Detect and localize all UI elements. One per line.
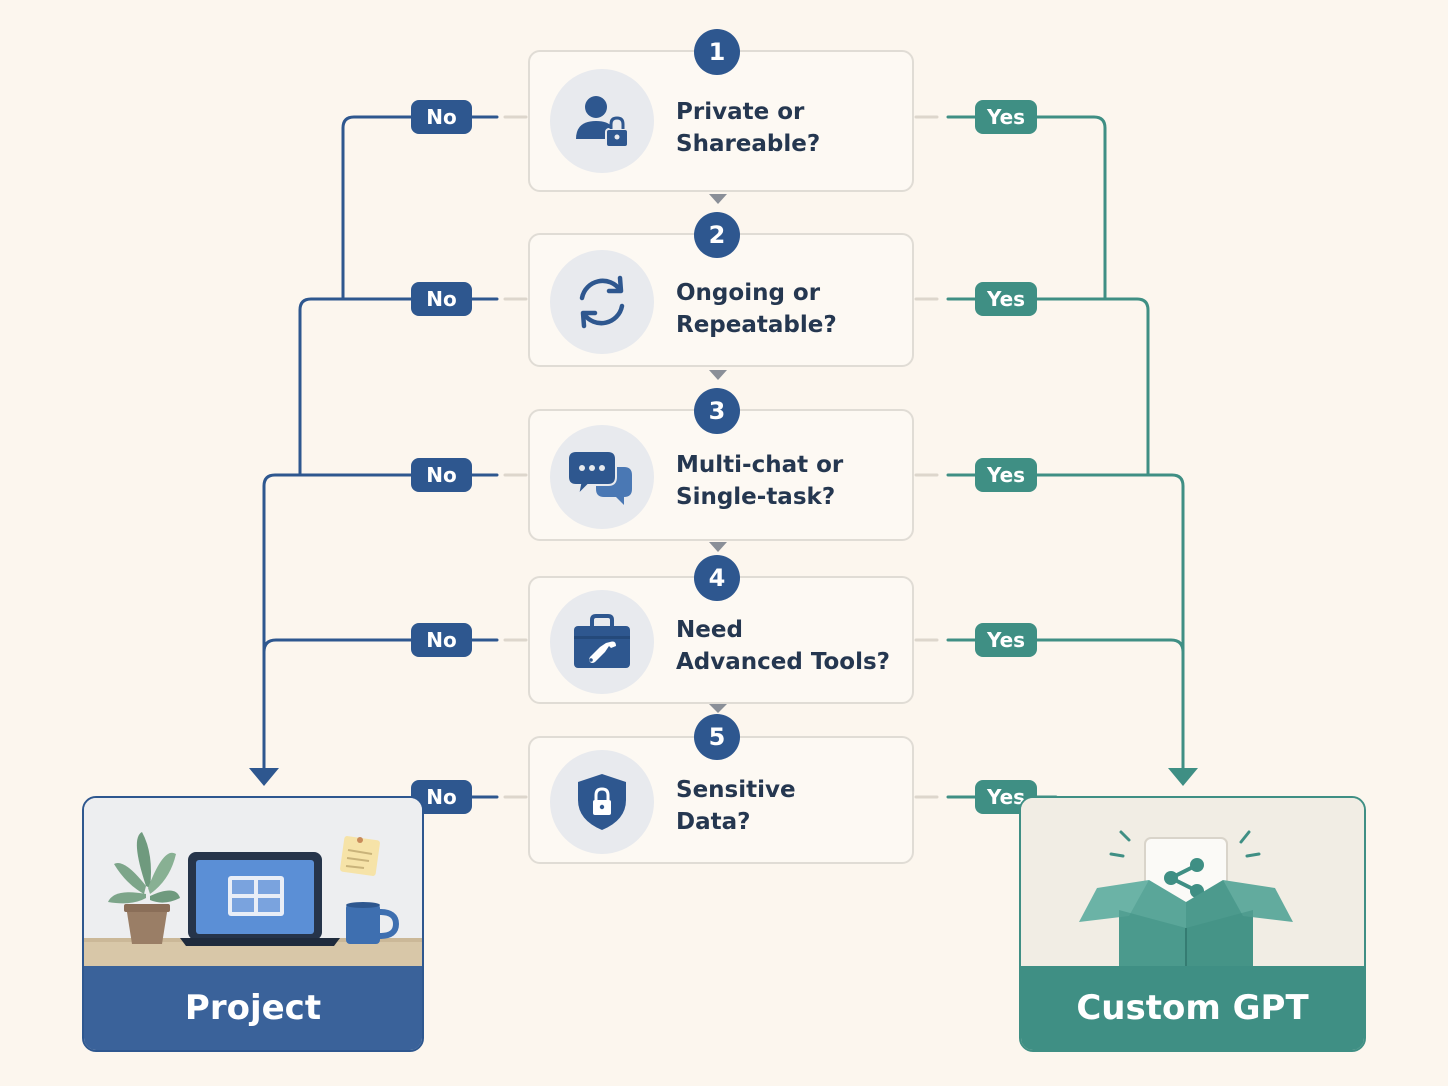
step-card-private-or-shareable: Private or Shareable? — [528, 50, 914, 192]
outcome-custom-gpt-card: Custom GPT — [1019, 796, 1366, 1052]
yes-branch-label: Yes — [975, 458, 1037, 492]
chat-bubbles-icon — [550, 425, 654, 529]
no-branch-label: No — [411, 458, 472, 492]
yes-branch-label: Yes — [975, 282, 1037, 316]
step-number-badge: 5 — [694, 714, 740, 760]
outcome-label: Custom GPT — [1021, 966, 1364, 1050]
toolbox-icon — [550, 590, 654, 694]
step-number-badge: 2 — [694, 212, 740, 258]
share-box-illustration — [1021, 798, 1364, 970]
refresh-icon — [550, 250, 654, 354]
no-branch-label: No — [411, 100, 472, 134]
shield-lock-icon — [550, 750, 654, 854]
step-title: Need Advanced Tools? — [676, 617, 891, 675]
outcome-project-card: Project — [82, 796, 424, 1052]
step-title: Private or Shareable? — [676, 99, 821, 157]
step-card-ongoing-or-repeatable: Ongoing or Repeatable? — [528, 233, 914, 367]
desk-laptop-illustration — [84, 798, 422, 970]
yes-branch-label: Yes — [975, 623, 1037, 657]
no-branch-label: No — [411, 623, 472, 657]
yes-branch-label: Yes — [975, 100, 1037, 134]
step-title: Multi-chat or Single-task? — [676, 452, 844, 510]
step-title: Ongoing or Repeatable? — [676, 280, 837, 338]
step-number-badge: 3 — [694, 388, 740, 434]
step-title: Sensitive Data? — [676, 777, 796, 835]
no-branch-label: No — [411, 282, 472, 316]
outcome-label: Project — [84, 966, 422, 1050]
step-number-badge: 4 — [694, 555, 740, 601]
step-number-badge: 1 — [694, 29, 740, 75]
person-lock-icon — [550, 69, 654, 173]
